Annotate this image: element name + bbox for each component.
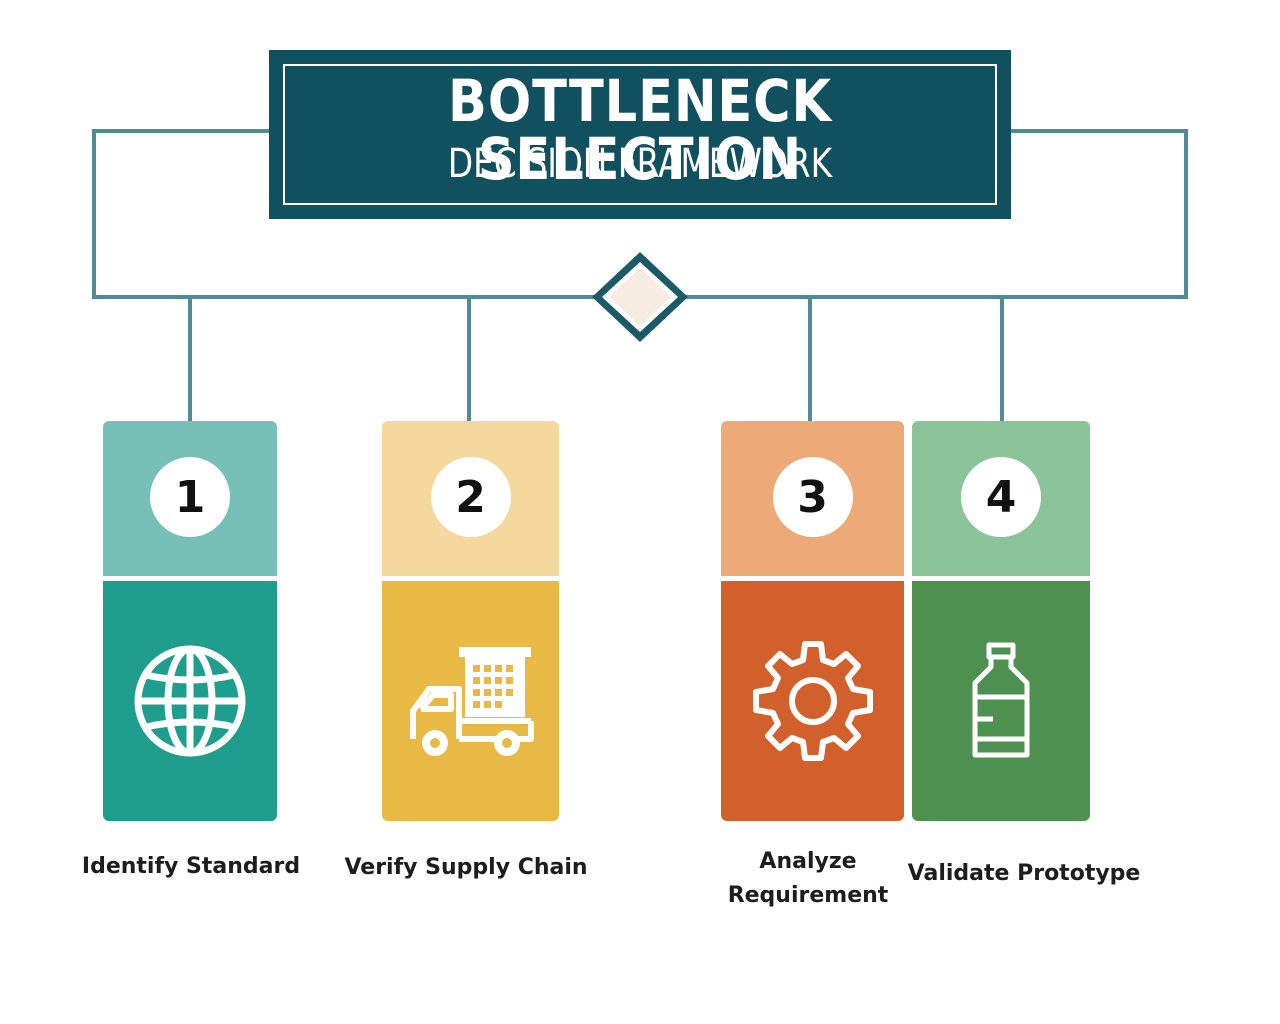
step-number-3: 3 <box>772 457 853 537</box>
step-card-4-header: 4 <box>912 421 1090 576</box>
step-card-2-header: 2 <box>382 421 559 576</box>
step-label-1: Identify Standard <box>81 854 301 879</box>
step-label-3-line-2: Requirement <box>727 883 889 908</box>
truck-icon <box>409 647 534 756</box>
step-card-4: 4 <box>912 421 1090 821</box>
page-title: BOTTLENECK SELECTION <box>448 67 832 193</box>
step-number-4: 4 <box>961 457 1041 537</box>
step-number-2: 2 <box>430 457 511 537</box>
globe-icon <box>134 645 246 757</box>
step-card-3: 3 <box>721 421 904 821</box>
step-number-1: 1 <box>150 457 230 537</box>
step-label-3: Analyze Requirement <box>728 845 889 913</box>
step-card-3-header: 3 <box>721 421 904 576</box>
step-card-1-header: 1 <box>103 421 277 576</box>
step-card-2-body <box>382 581 559 821</box>
title-banner: BOTTLENECK SELECTION DECISION FRAMEWORK <box>269 50 1011 219</box>
step-card-3-body <box>721 581 904 821</box>
step-card-1: 1 <box>103 421 277 821</box>
step-label-3-line-1: Analyze <box>759 849 857 874</box>
bottle-icon <box>972 642 1030 758</box>
decision-diamond-icon <box>592 252 688 342</box>
page-subtitle: DECISION FRAMEWORK <box>447 141 833 187</box>
step-label-4: Validate Prototype <box>907 861 1141 886</box>
step-card-4-body <box>912 581 1090 821</box>
step-label-2: Verify Supply Chain <box>344 855 588 880</box>
step-card-2: 2 <box>382 421 559 821</box>
title-frame <box>283 64 997 205</box>
step-card-1-body <box>103 581 277 821</box>
gear-icon <box>752 641 873 761</box>
